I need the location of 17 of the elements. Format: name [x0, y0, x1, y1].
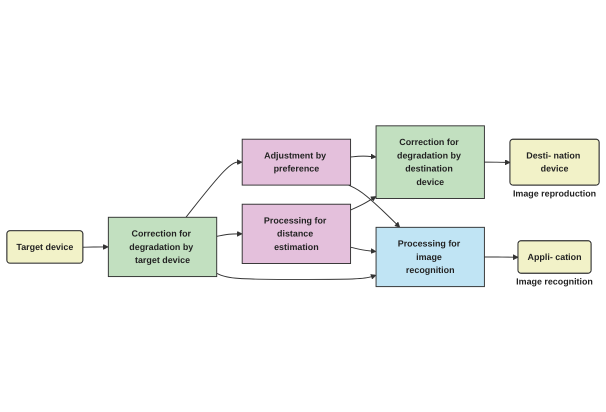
- node-box: Processing for distance estimation: [242, 203, 352, 264]
- node-caption: Image reproduction: [512, 188, 596, 198]
- arrow: [350, 153, 376, 160]
- node-box: Correction for degradation by target device: [108, 216, 218, 277]
- node-box: Processing for image recognition: [376, 226, 485, 287]
- arrow: [350, 246, 376, 254]
- arrow: [484, 159, 510, 165]
- arrow: [216, 272, 376, 280]
- node-box: Adjustment by preference: [242, 138, 352, 186]
- node-box: Correction for degradation by destination device: [376, 125, 485, 199]
- arrow: [82, 244, 109, 250]
- arrow: [185, 159, 242, 218]
- arrow: [484, 254, 519, 260]
- arrow: [350, 196, 376, 210]
- arrow: [348, 184, 400, 228]
- node-caption: Image recognition: [516, 276, 593, 286]
- arrow: [216, 230, 242, 237]
